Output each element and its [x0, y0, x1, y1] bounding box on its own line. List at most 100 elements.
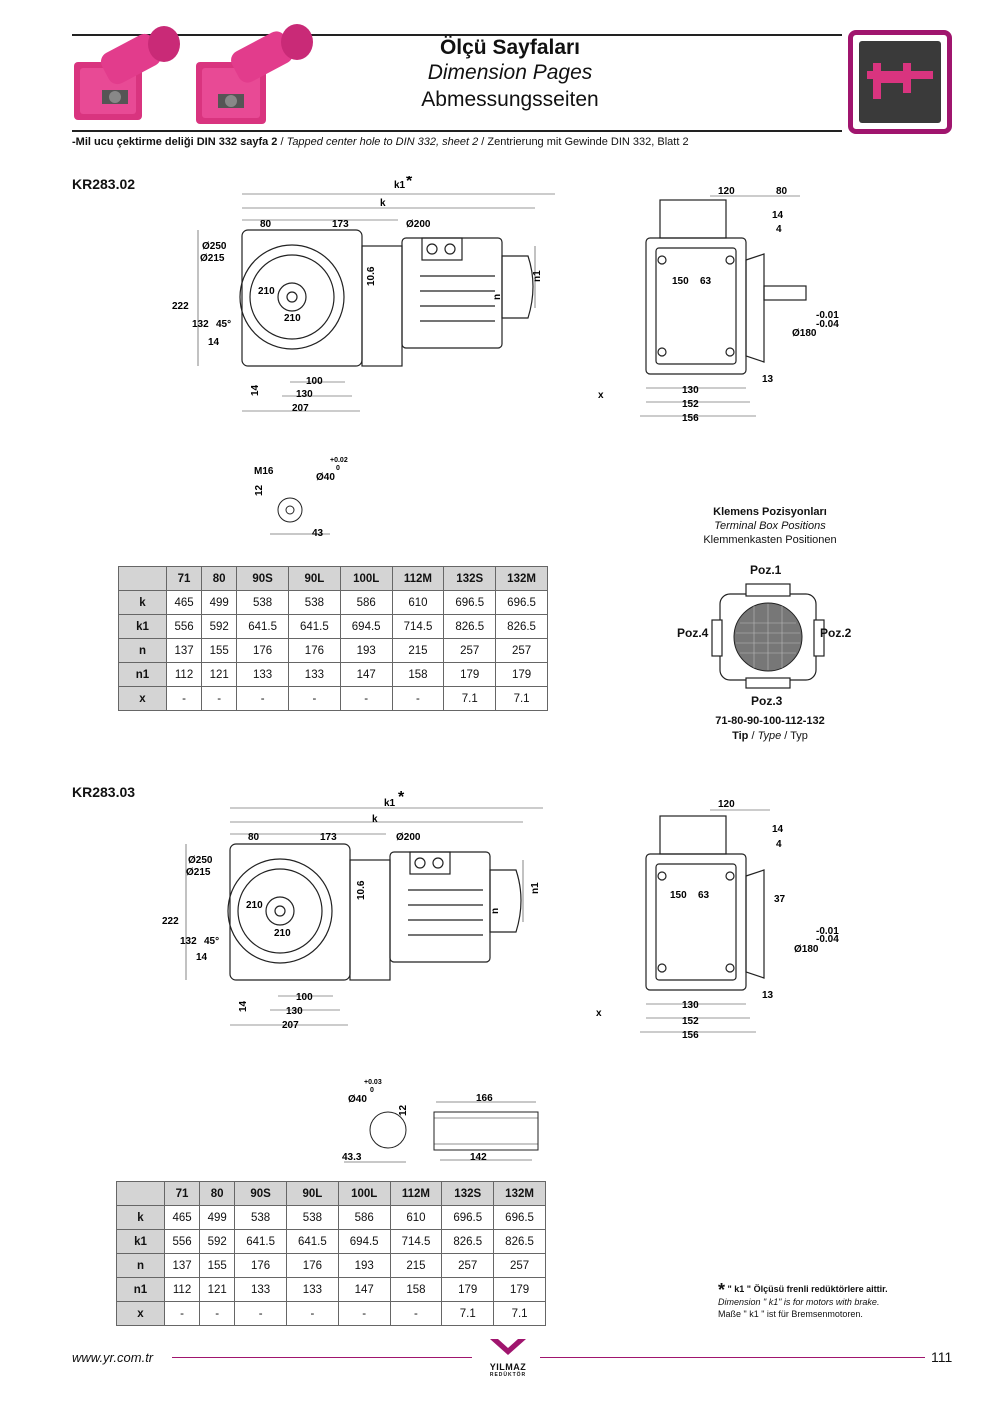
table-cell: 556: [165, 614, 203, 639]
table-cell: 826.5: [493, 1229, 546, 1254]
page-title-tr: Ölçü Sayfaları: [439, 36, 581, 59]
gearmotor-image-1: [74, 26, 180, 120]
side-dim-4: 4: [776, 839, 782, 850]
footer-website-link[interactable]: www.yr.com.tr: [72, 1350, 154, 1365]
table-header-cell: 90S: [236, 566, 289, 591]
terminal-pos-1: Poz.1: [750, 563, 782, 577]
table-cell: 257: [495, 638, 548, 663]
dim-250: Ø250: [202, 241, 227, 252]
note-sep-1: /: [280, 136, 284, 148]
terminal-box-title: Klemens Pozisyonları Terminal Box Positi…: [680, 505, 860, 547]
product-images: [74, 24, 313, 124]
table-cell: 826.5: [441, 1229, 495, 1254]
terminal-tip-line: Tip / Type / Typ: [680, 729, 860, 744]
table-cell: 215: [389, 1253, 443, 1278]
table-header-cell: 71: [163, 1181, 201, 1206]
side-dim-13: 13: [762, 374, 774, 385]
side-dim-004: -0.04: [816, 319, 839, 330]
section-title-kr283-02: KR283.02: [72, 176, 136, 192]
table-cell: 826.5: [495, 614, 548, 639]
page-title-block: Ölçü Sayfaları Dimension Pages Abmessung…: [360, 36, 660, 114]
table-cell: 133: [286, 1277, 339, 1302]
dim-215: Ø215: [200, 253, 225, 264]
table-cell: 179: [493, 1277, 546, 1302]
shaft-l166: 166: [476, 1093, 493, 1104]
dim-210b: 210: [274, 928, 291, 939]
table-cell: 538: [288, 590, 341, 615]
dim-210a: 210: [246, 900, 263, 911]
table-header-cell: 90S: [234, 1181, 287, 1206]
side-dim-14: 14: [772, 210, 784, 221]
table-cell: 586: [339, 590, 393, 615]
footer-rule-right: [540, 1357, 925, 1358]
dim-250: Ø250: [188, 855, 213, 866]
shaft-h12: 12: [254, 484, 265, 496]
dim-10-6: 10.6: [356, 880, 367, 900]
terminal-box-diagram: [711, 583, 825, 689]
tip-sep-1: /: [751, 730, 755, 742]
table-cell: 556: [163, 1229, 201, 1254]
table-cell: 7.1: [495, 686, 548, 711]
header-rule-bottom: [72, 130, 842, 132]
shaft-h12: 12: [398, 1104, 409, 1116]
table-row-label: n1: [118, 662, 167, 687]
brand-name: YILMAZ: [489, 1362, 527, 1372]
table-row-label: x: [116, 1301, 165, 1326]
center-hole-note: -Mil ucu çektirme deliği DIN 332 sayfa 2…: [72, 136, 689, 148]
side-dim-63: 63: [700, 276, 712, 287]
table-header-cell: [118, 566, 167, 591]
drawing-front-kr283-02: k1 * k 80 173 Ø200 Ø250 Ø215 210 210 222…: [172, 176, 555, 414]
table-cell: 714.5: [389, 1229, 443, 1254]
table-cell: 137: [163, 1253, 201, 1278]
dim-n: n: [490, 908, 501, 914]
dim-130: 130: [296, 389, 313, 400]
table-cell: 215: [391, 638, 445, 663]
side-dim-120: 120: [718, 799, 735, 810]
table-cell: 147: [339, 662, 393, 687]
side-dim-130: 130: [682, 1000, 699, 1011]
table-cell: 538: [286, 1205, 339, 1230]
table-cell: 257: [443, 638, 497, 663]
table-cell: 112: [165, 662, 203, 687]
table-cell: 696.5: [441, 1205, 495, 1230]
table-header-cell: 71: [165, 566, 203, 591]
table-header-cell: 132S: [441, 1181, 495, 1206]
table-cell: 133: [288, 662, 341, 687]
table-cell: 147: [337, 1277, 391, 1302]
caliper-logo: [848, 30, 952, 134]
footnote-tr: " k1 " Ölçüsü frenli redüktörlere aittir…: [727, 1284, 888, 1294]
dim-100: 100: [306, 376, 323, 387]
dim-14a: 14: [196, 952, 208, 963]
terminal-types-list: 71-80-90-100-112-132: [715, 715, 825, 727]
table-cell: 176: [288, 638, 341, 663]
side-dim-180: Ø180: [792, 328, 817, 339]
table-header-cell: 132S: [443, 566, 497, 591]
table-cell: 158: [391, 662, 445, 687]
dim-14b: 14: [238, 1000, 249, 1012]
dim-215: Ø215: [186, 867, 211, 878]
table-header-cell: 80: [201, 566, 238, 591]
shaft-m16: M16: [254, 466, 274, 477]
table-cell: 179: [441, 1277, 495, 1302]
dim-k1: k1: [394, 180, 406, 191]
table-cell: 499: [201, 590, 238, 615]
dim-45: 45°: [216, 319, 231, 330]
table-cell: 592: [199, 1229, 236, 1254]
table-header-cell: 112M: [391, 566, 445, 591]
side-dim-x: x: [596, 1008, 602, 1019]
table-cell: 176: [234, 1253, 287, 1278]
table-cell: 257: [493, 1253, 546, 1278]
brake-footnote: * " k1 " Ölçüsü frenli redüktörlere aitt…: [718, 1281, 888, 1320]
dim-200: Ø200: [406, 219, 431, 230]
side-dim-63: 63: [698, 890, 710, 901]
terminal-pos-3: Poz.3: [751, 694, 783, 708]
side-dim-180: Ø180: [794, 944, 819, 955]
terminal-box-types: 71-80-90-100-112-132 Tip / Type / Typ: [680, 714, 860, 744]
table-header-cell: 112M: [389, 1181, 443, 1206]
table-cell: 137: [165, 638, 203, 663]
dim-173: 173: [320, 832, 337, 843]
